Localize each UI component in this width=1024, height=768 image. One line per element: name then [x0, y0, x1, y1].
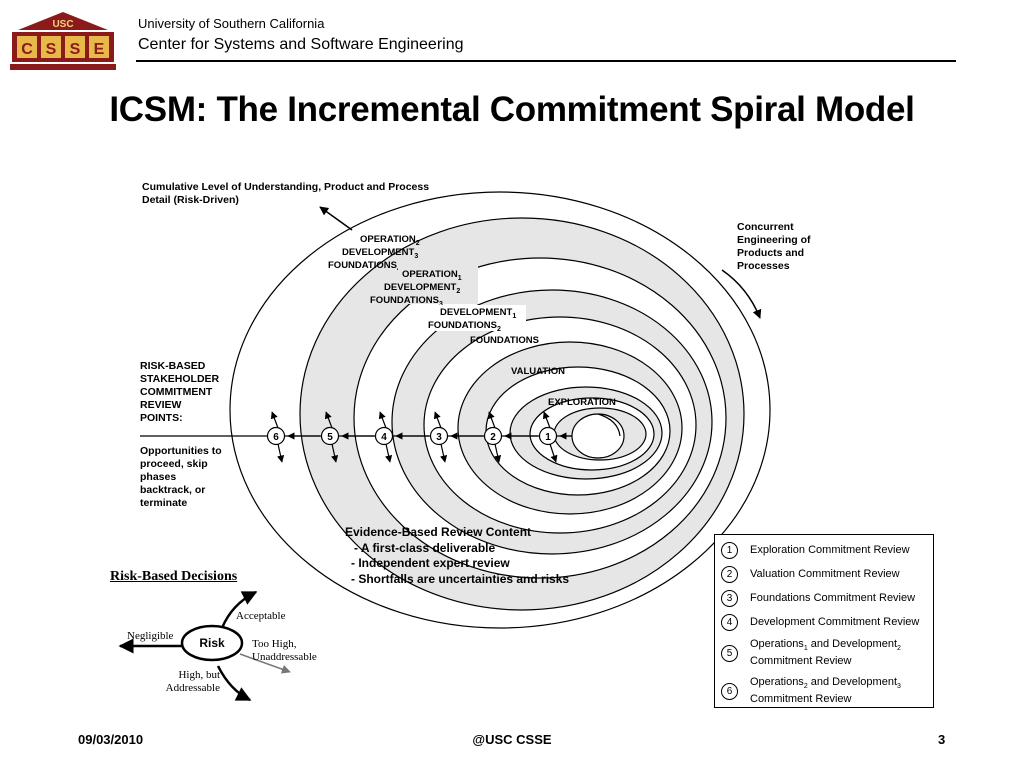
- svg-text:S: S: [46, 41, 57, 58]
- footer-page-number: 3: [938, 732, 946, 747]
- label-foundations-3: FOUNDATIONS3: [370, 295, 443, 308]
- svg-text:2: 2: [490, 432, 496, 443]
- legend-item: 6 Operations2 and Development3 Commitmen…: [721, 676, 901, 706]
- svg-text:5: 5: [327, 432, 333, 443]
- review-point-1: 1: [538, 411, 558, 463]
- label-foundations: FOUNDATIONS: [470, 335, 539, 346]
- svg-text:C: C: [21, 41, 33, 58]
- evidence-block: Evidence-Based Review Content - A first-…: [345, 525, 569, 587]
- svg-text:Risk: Risk: [199, 636, 225, 650]
- label-foundations-2: FOUNDATIONS2: [428, 320, 501, 333]
- review-point-2: 2: [483, 411, 503, 463]
- header-divider: [136, 60, 956, 62]
- review-point-4: 4: [374, 411, 394, 463]
- too-high-label: Too High, Unaddressable: [252, 638, 317, 663]
- label-operation-2: OPERATION2: [360, 234, 420, 247]
- svg-text:E: E: [94, 41, 105, 58]
- evidence-item: - Shortfalls are uncertainties and risks: [351, 571, 570, 586]
- review-point-6: 6: [266, 411, 286, 463]
- label-development-1: DEVELOPMENT1: [440, 307, 516, 320]
- page-title: ICSM: The Incremental Commitment Spiral …: [109, 90, 915, 129]
- negligible-label: Negligible: [127, 630, 174, 642]
- footer-org: @USC CSSE: [472, 732, 552, 747]
- svg-text:USC: USC: [52, 19, 73, 30]
- risk-decisions-title: Risk-Based Decisions: [110, 569, 238, 584]
- concurrent-arrow: [721, 269, 762, 319]
- acceptable-arrow: [220, 590, 258, 629]
- label-operation-1: OPERATION1: [402, 269, 462, 282]
- svg-text:1: 1: [545, 432, 551, 443]
- label-development-3: DEVELOPMENT3: [342, 247, 418, 260]
- acceptable-label: Acceptable: [236, 610, 286, 622]
- university-name: University of Southern California: [138, 16, 325, 31]
- spiral-core: [571, 413, 625, 459]
- svg-text:S: S: [70, 41, 81, 58]
- opportunities-label: Opportunities to proceed, skip phases ba…: [140, 445, 222, 509]
- cumulative-label: Cumulative Level of Understanding, Produ…: [142, 181, 430, 206]
- evidence-title: Evidence-Based Review Content: [345, 525, 532, 539]
- spiral-core-hook: [597, 413, 621, 437]
- review-point-5: 5: [320, 411, 340, 463]
- svg-text:6: 6: [273, 432, 279, 443]
- risk-node: [180, 624, 244, 662]
- legend-item: 5 Operations1 and Development2 Commitmen…: [721, 638, 901, 668]
- high-but-label: High, but Addressable: [165, 669, 220, 694]
- high-but-arrow: [216, 665, 252, 702]
- label-exploration: EXPLORATION: [548, 397, 616, 408]
- evidence-item: - A first-class deliverable: [354, 540, 496, 555]
- evidence-item: - Independent expert review: [351, 556, 510, 570]
- footer-date: 09/03/2010: [78, 732, 144, 747]
- cumulative-arrow: [319, 206, 353, 231]
- usc-csse-logo: USC C S S E: [8, 10, 118, 72]
- too-high-arrow: [239, 653, 291, 674]
- review-point-3: 3: [429, 411, 449, 463]
- label-development-2: DEVELOPMENT2: [384, 282, 460, 295]
- label-valuation: VALUATION: [511, 366, 565, 377]
- concurrent-label: Concurrent Engineering of Products and P…: [737, 221, 811, 272]
- center-name: Center for Systems and Software Engineer…: [138, 36, 464, 53]
- risk-points-label: RISK-BASED STAKEHOLDER COMMITMENT REVIEW…: [140, 360, 220, 424]
- svg-text:4: 4: [381, 432, 387, 443]
- svg-text:3: 3: [436, 432, 442, 443]
